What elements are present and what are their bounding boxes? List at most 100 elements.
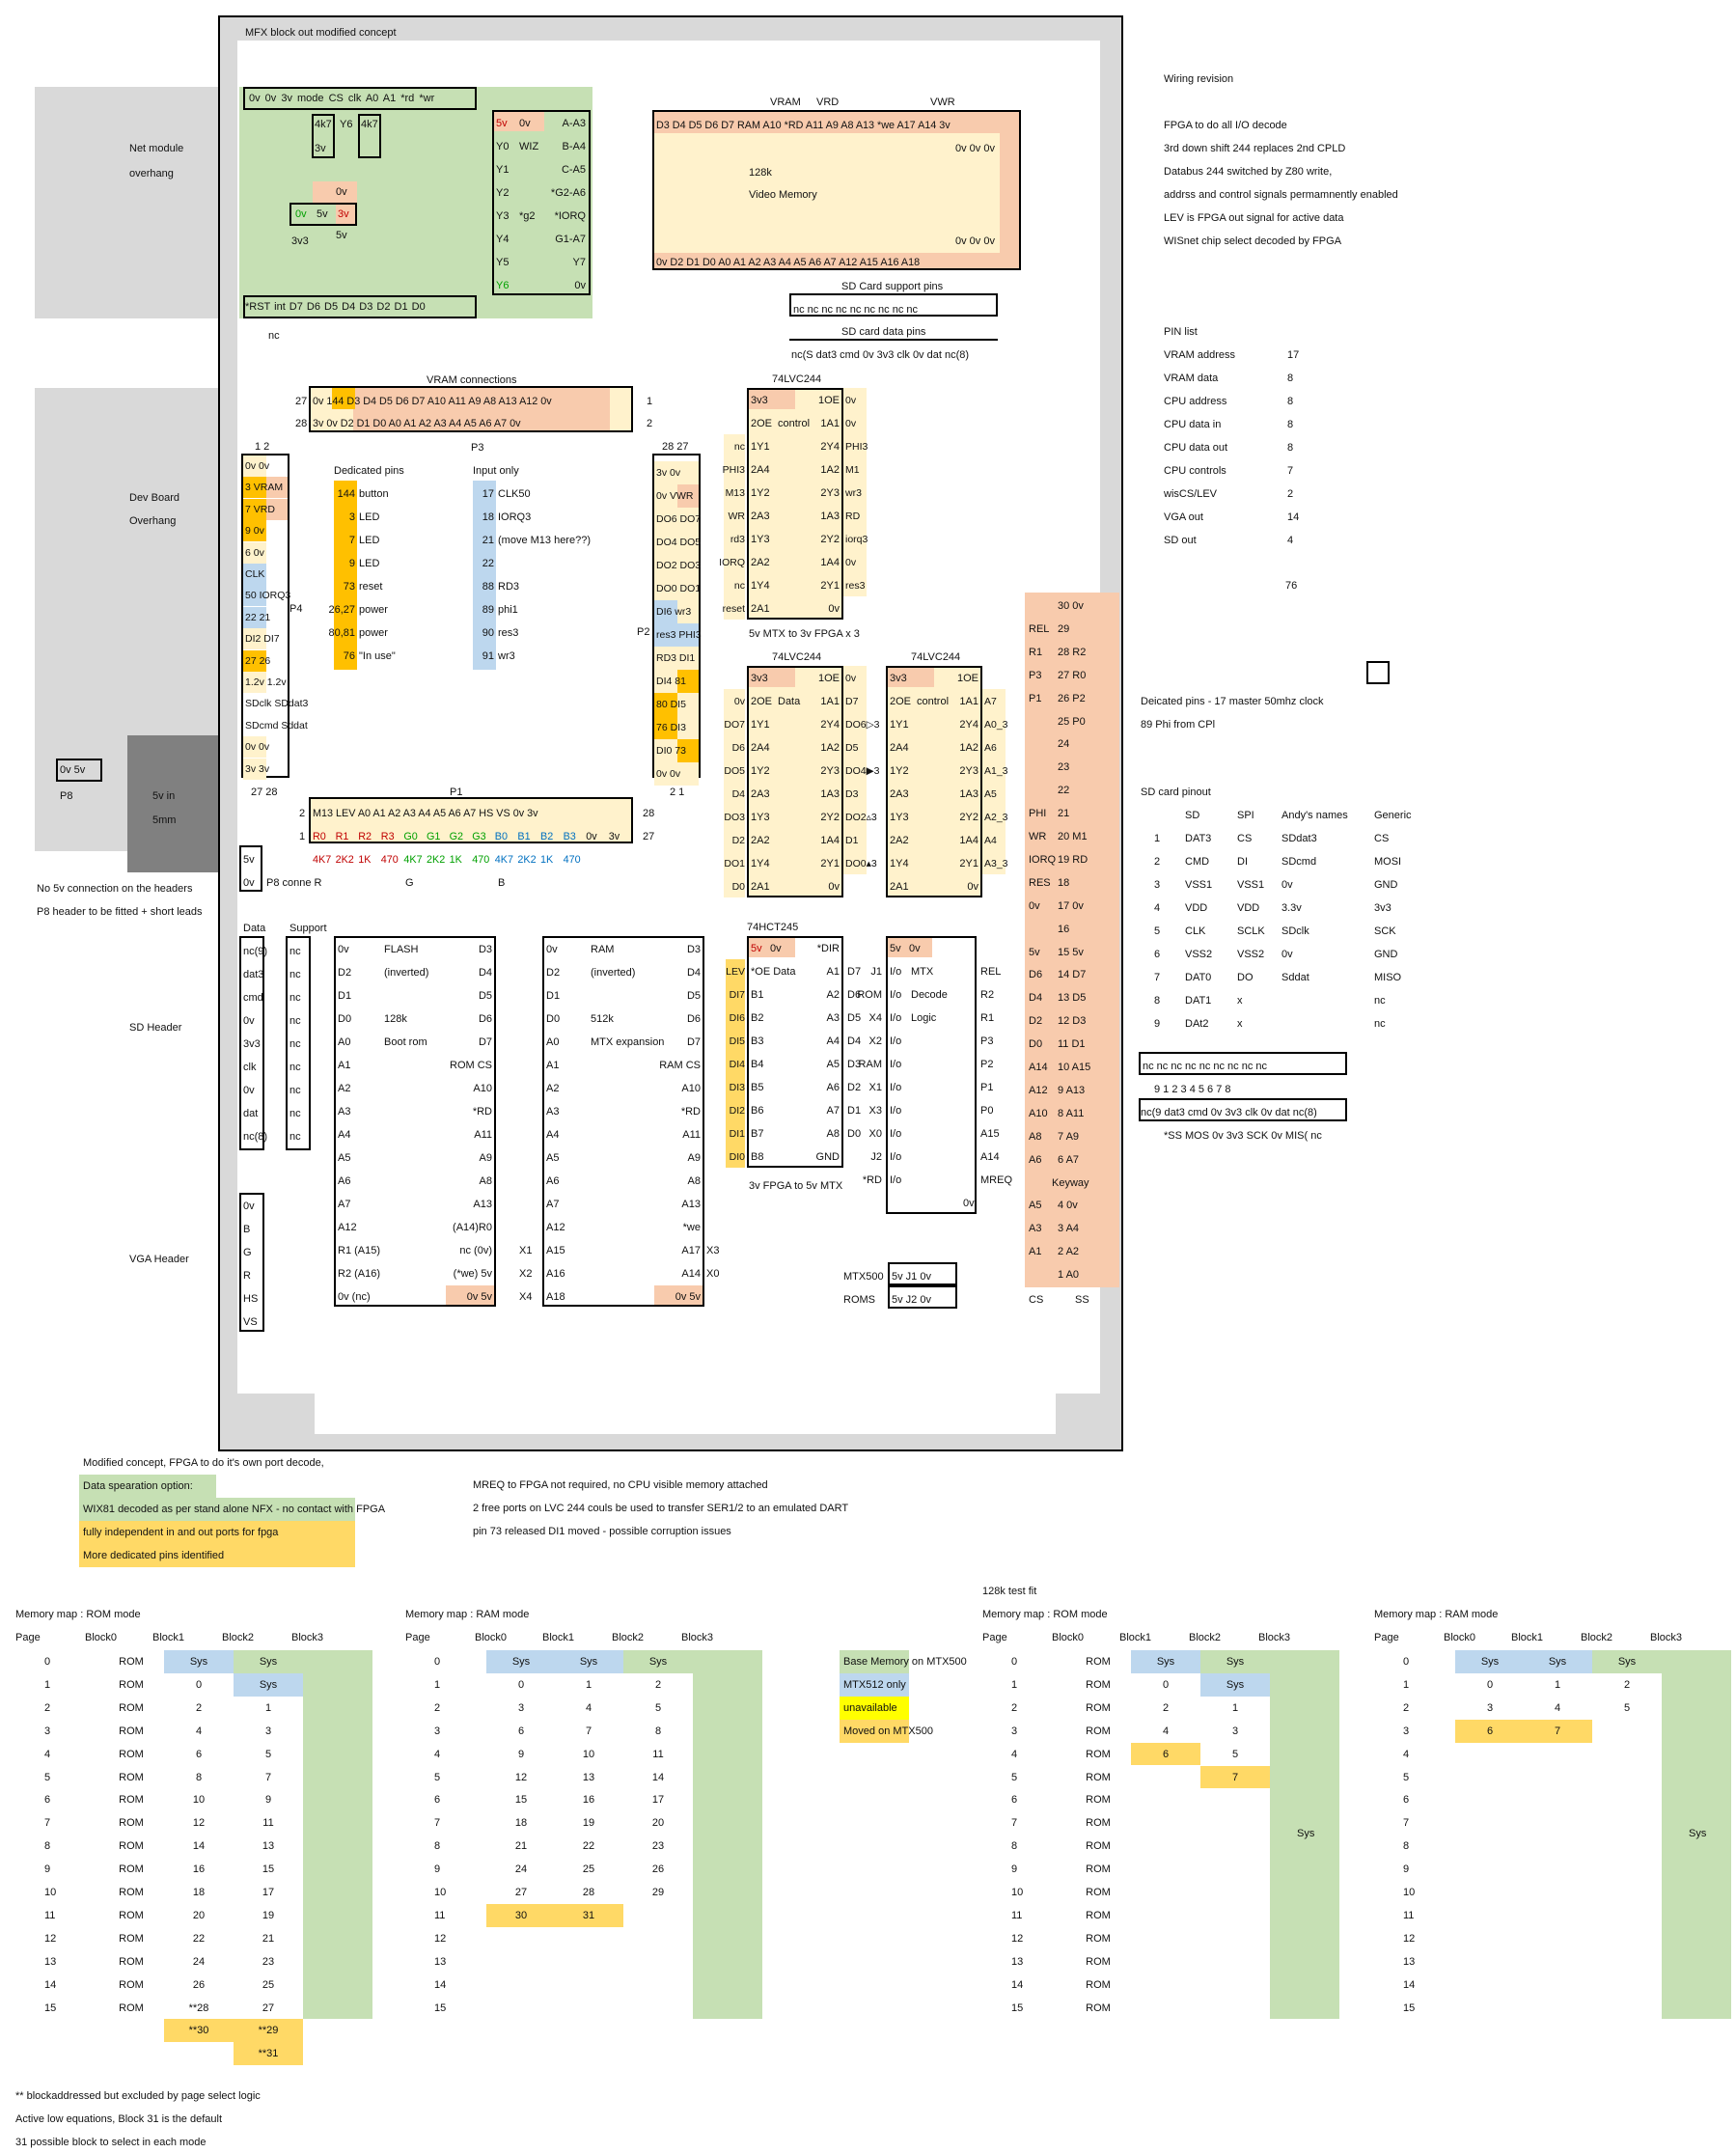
p8-conn-label: P8 conne R	[266, 877, 322, 889]
flash-left-pin: A1	[338, 1060, 351, 1071]
memmap-page: 13	[1011, 1955, 1024, 1968]
sd-support-pins: nc nc nc nc nc nc nc nc nc	[793, 304, 919, 316]
hct-left-pin: 5v	[751, 943, 762, 954]
j2-header	[888, 1285, 957, 1309]
p4-row: SDclk SDdat3	[245, 698, 309, 710]
sd-pinout-cell: 7	[1154, 972, 1161, 983]
memmap-col-header: Block1	[1511, 1632, 1544, 1643]
memmap-cell: ROM	[119, 1701, 144, 1714]
dedicated-heading: Dedicated pins	[334, 465, 404, 477]
memmap-cell: 6	[517, 1725, 525, 1737]
power-in-block	[127, 735, 220, 872]
lvc-left-pin: 2A3	[751, 788, 770, 800]
memmap-cell: 14	[192, 1840, 206, 1853]
p4-row: 22 21	[245, 611, 271, 623]
p1-resistor: 2K2	[517, 854, 537, 866]
p1-resistor: 4K7	[494, 854, 514, 866]
sd-pinout-cell: 9	[1154, 1018, 1161, 1030]
lvc-ext-r	[982, 828, 1006, 851]
p8-board-header	[239, 845, 262, 892]
input-name: res3	[498, 627, 519, 639]
flash-left-pin: D0	[338, 1013, 352, 1025]
p1-pin: B1	[517, 831, 531, 842]
lvc-ext-l	[724, 874, 745, 897]
checkbox-square[interactable]	[1366, 661, 1390, 684]
sd-support-pin: nc	[289, 946, 301, 957]
p4-row: 7 VRD	[245, 503, 275, 515]
p3-label: P3	[471, 442, 484, 454]
memmap-cell: ROM	[1086, 1748, 1111, 1760]
sd-strip1	[1139, 1052, 1347, 1075]
lvc-ext-r	[982, 712, 1006, 735]
ram-left-pin: A16	[546, 1268, 565, 1280]
memmap-title: Memory map : RAM mode	[405, 1609, 530, 1620]
memmap-cell: 11	[652, 1748, 664, 1760]
decode-left-label: J2	[870, 1151, 882, 1163]
sd-pinout-cell: SDclk	[1281, 925, 1309, 937]
memmap-cell: ROM	[119, 1863, 144, 1876]
memmap-cell: 25	[262, 1978, 275, 1991]
dedicated-pin: 26,27	[328, 604, 355, 616]
memmap-cell-fill	[164, 1650, 234, 1673]
lvc-right-pin: 1A4	[820, 835, 840, 846]
p1-n27: 27	[643, 831, 655, 842]
memmap-cell: 1	[585, 1678, 592, 1691]
hct-right-ext: D1	[847, 1105, 862, 1117]
memmap-cell: 0	[1486, 1678, 1494, 1691]
sd-support-label: SD Card support pins	[841, 281, 944, 292]
ram-right-pin: A9	[687, 1152, 701, 1164]
ram-mid: 512k	[591, 1013, 614, 1025]
ram-bottom-cell	[654, 1285, 703, 1305]
dedicated-name: reset	[359, 581, 383, 593]
memmap-page: 0	[1011, 1656, 1018, 1668]
reg-5v: 5v	[317, 208, 328, 220]
decoder-left-pin: Y3	[496, 210, 510, 222]
memmap-cell: ROM	[1086, 1887, 1111, 1898]
lvc-right-pin: 1A3	[959, 788, 978, 800]
lvc-right-ext: D3	[845, 788, 859, 800]
sd-pinout-cell: DAT1	[1185, 995, 1212, 1007]
sd-pinout-cell: DO	[1237, 972, 1254, 983]
memmap-cell-fill	[1455, 1650, 1525, 1673]
p4-top: 1 2	[255, 441, 270, 453]
memmap-cell: 10	[192, 1794, 206, 1807]
legend-swatch	[79, 1544, 355, 1567]
decode-right-label: P3	[980, 1035, 994, 1047]
decoder-right-pin: G1-A7	[555, 234, 586, 245]
sd-data-pins: nc(S dat3 cmd 0v 3v3 clk 0v dat nc(8)	[791, 349, 970, 361]
memmap-page: 1	[434, 1678, 441, 1691]
keyway-left: D2	[1029, 1015, 1043, 1028]
memmap-block3	[1662, 1650, 1731, 2020]
sd-support-pin: nc	[289, 1015, 301, 1027]
keyway-cs: CS	[1029, 1294, 1044, 1306]
lvc-left-ext: IORQ	[719, 557, 745, 568]
page-title: MFX block out modified concept	[245, 27, 397, 39]
pin-list-name: VRAM address	[1164, 349, 1235, 361]
legend-line: WIX81 decoded as per stand alone NFX - n…	[83, 1504, 386, 1515]
p1-g: G	[405, 877, 414, 889]
keyway-left: PHI	[1029, 808, 1047, 820]
memmap-cell: 7	[1554, 1725, 1561, 1737]
dev-overhang-label: Dev Board	[129, 492, 179, 504]
keyway-left: D0	[1029, 1038, 1043, 1051]
hct-0v: 0v	[770, 943, 782, 954]
hct-left-ext: DI4	[729, 1059, 745, 1070]
memmap-page: 3	[434, 1725, 441, 1737]
decoder-right-pin: A-A3	[562, 118, 586, 129]
memmap-cell: ROM	[119, 1887, 144, 1898]
lvc-ext-r	[843, 805, 867, 828]
ram-left-pin: 0v	[546, 944, 558, 955]
ram-x-right: X3	[706, 1245, 720, 1256]
decode-right-label: P1	[980, 1082, 994, 1093]
flash-right-pin: D7	[478, 1036, 492, 1048]
memmap-cell: Sys	[1548, 1656, 1567, 1668]
memmap-cell-fill	[234, 1672, 303, 1697]
p4-cell	[243, 672, 266, 693]
flash-left-pin: A3	[338, 1106, 351, 1118]
lvc-ext-l	[724, 527, 745, 550]
memmap-cell: 2	[1623, 1678, 1631, 1691]
keyway-left: R1	[1029, 646, 1043, 658]
keyway-right: 11 D1	[1058, 1038, 1086, 1051]
flash-left-pin: A0	[338, 1036, 351, 1048]
sd-strip1-text: nc nc nc nc nc nc nc nc nc	[1143, 1061, 1268, 1072]
